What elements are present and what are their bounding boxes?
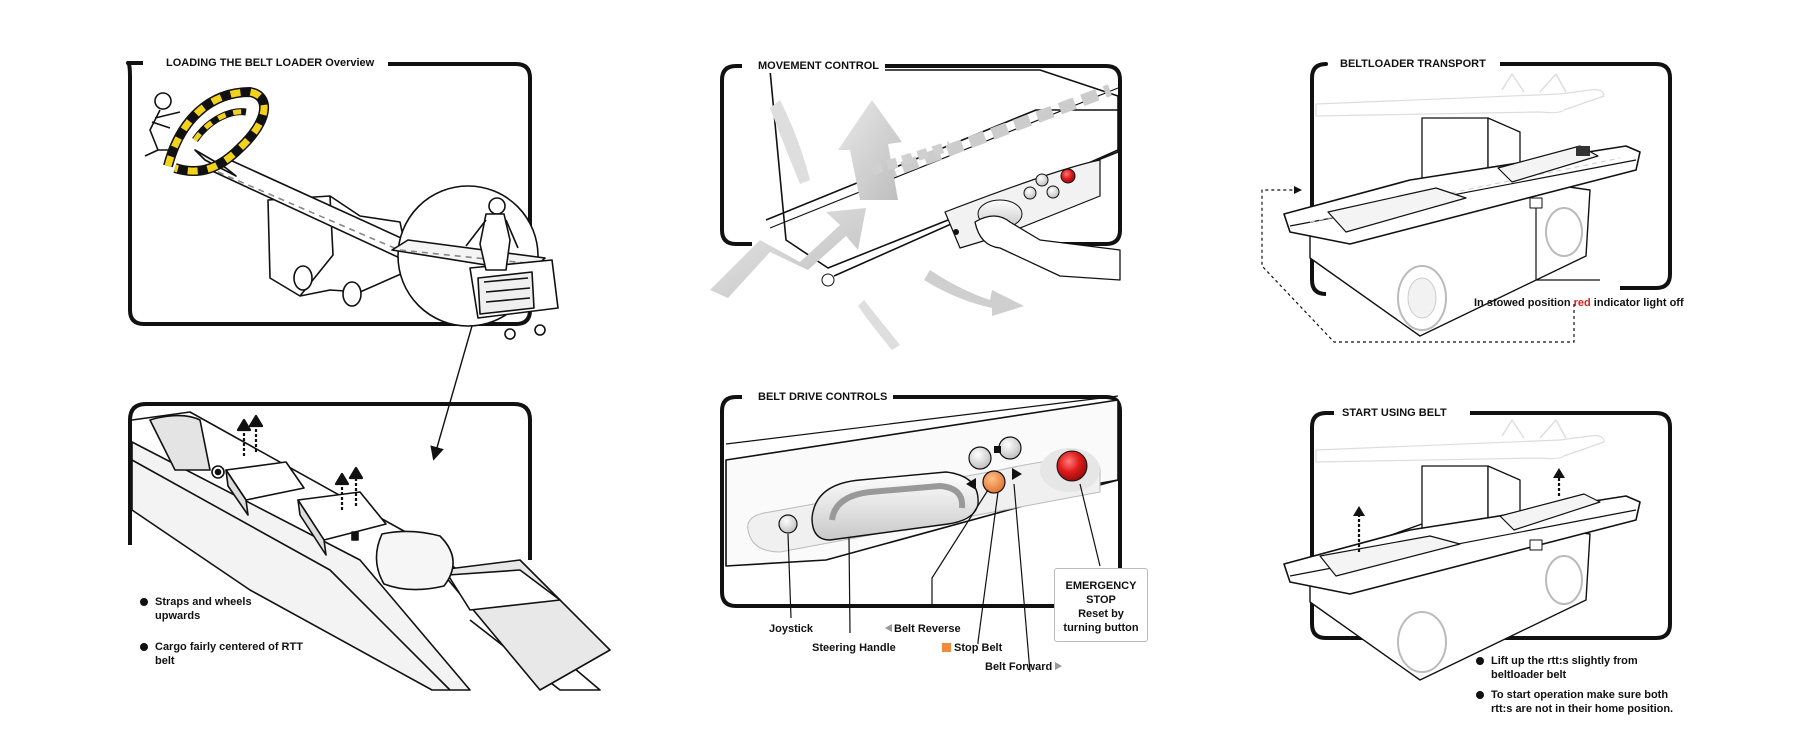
detail-bullet-text-2: Cargo fairly centered of RTT belt xyxy=(155,641,303,667)
bullet-dot-icon xyxy=(1476,691,1484,699)
detail-bullet-1: Straps and wheels upwards xyxy=(140,595,265,623)
transport-title: BELTLOADER TRANSPORT xyxy=(1334,57,1492,71)
zoom-arrow xyxy=(430,325,473,461)
emergency-stop-callout: EMERGENCY STOP Reset by turning button xyxy=(1054,568,1148,642)
bullet-dot-icon xyxy=(140,598,148,606)
frame-overview xyxy=(126,61,532,326)
steering-handle-label: Steering Handle xyxy=(812,642,896,654)
belt-forward-text: Belt Forward xyxy=(985,661,1053,673)
stop-square-icon xyxy=(942,643,951,652)
transport-caption-after: indicator light off xyxy=(1590,297,1684,309)
detail-bullet-text-1: Straps and wheels upwards xyxy=(155,596,252,622)
overview-title: LOADING THE BELT LOADER Overview xyxy=(160,56,381,70)
transport-caption: In stowed position red indicator light o… xyxy=(1474,296,1684,310)
stop-belt-label: Stop Belt xyxy=(942,641,1002,655)
joystick-knob xyxy=(778,514,798,534)
forward-arrow-icon xyxy=(1055,662,1063,670)
frame-movement-right xyxy=(880,64,1122,246)
belt-reverse-label: Belt Reverse xyxy=(885,622,961,636)
frame-movement xyxy=(720,64,752,246)
transport-illustration xyxy=(1261,73,1641,343)
emergency-line-1: EMERGENCY xyxy=(1065,580,1137,592)
frame-detail xyxy=(128,402,532,560)
transport-caption-red: red xyxy=(1573,297,1591,309)
emergency-line-2: STOP xyxy=(1086,594,1116,606)
movement-illustration xyxy=(710,69,1121,350)
bullet-dot-icon xyxy=(1476,657,1484,665)
panel-frames xyxy=(126,61,1672,640)
detail-illustration xyxy=(131,411,611,691)
emergency-line-4: turning button xyxy=(1063,622,1139,634)
frame-transport xyxy=(1310,62,1328,296)
belt-drive-illustration xyxy=(725,395,1119,673)
stop-belt-text: Stop Belt xyxy=(954,642,1003,654)
start-bullet-1: Lift up the rtt:s slightly from beltload… xyxy=(1476,654,1641,682)
belt-forward-label: Belt Forward xyxy=(985,660,1063,674)
movement-title: MOVEMENT CONTROL xyxy=(752,59,885,73)
belt-reverse-text: Belt Reverse xyxy=(894,623,961,635)
bullet-dot-icon xyxy=(140,643,148,651)
transport-caption-before: In stowed position xyxy=(1474,297,1574,309)
reverse-arrow-icon xyxy=(885,624,892,632)
start-bullet-2: To start operation make sure both rtt:s … xyxy=(1476,688,1691,716)
overview-illustration xyxy=(144,87,559,340)
frame-transport-right xyxy=(1500,62,1672,290)
detail-bullet-2: Cargo fairly centered of RTT belt xyxy=(140,640,305,668)
start-illustration xyxy=(1283,419,1641,681)
emergency-line-3: Reset by xyxy=(1078,608,1124,620)
start-bullet-text-2: To start operation make sure both rtt:s … xyxy=(1491,689,1674,715)
start-bullet-text-1: Lift up the rtt:s slightly from beltload… xyxy=(1491,655,1638,681)
start-title: START USING BELT xyxy=(1336,406,1453,420)
joystick-label: Joystick xyxy=(769,623,814,635)
belt-drive-title: BELT DRIVE CONTROLS xyxy=(752,390,894,404)
